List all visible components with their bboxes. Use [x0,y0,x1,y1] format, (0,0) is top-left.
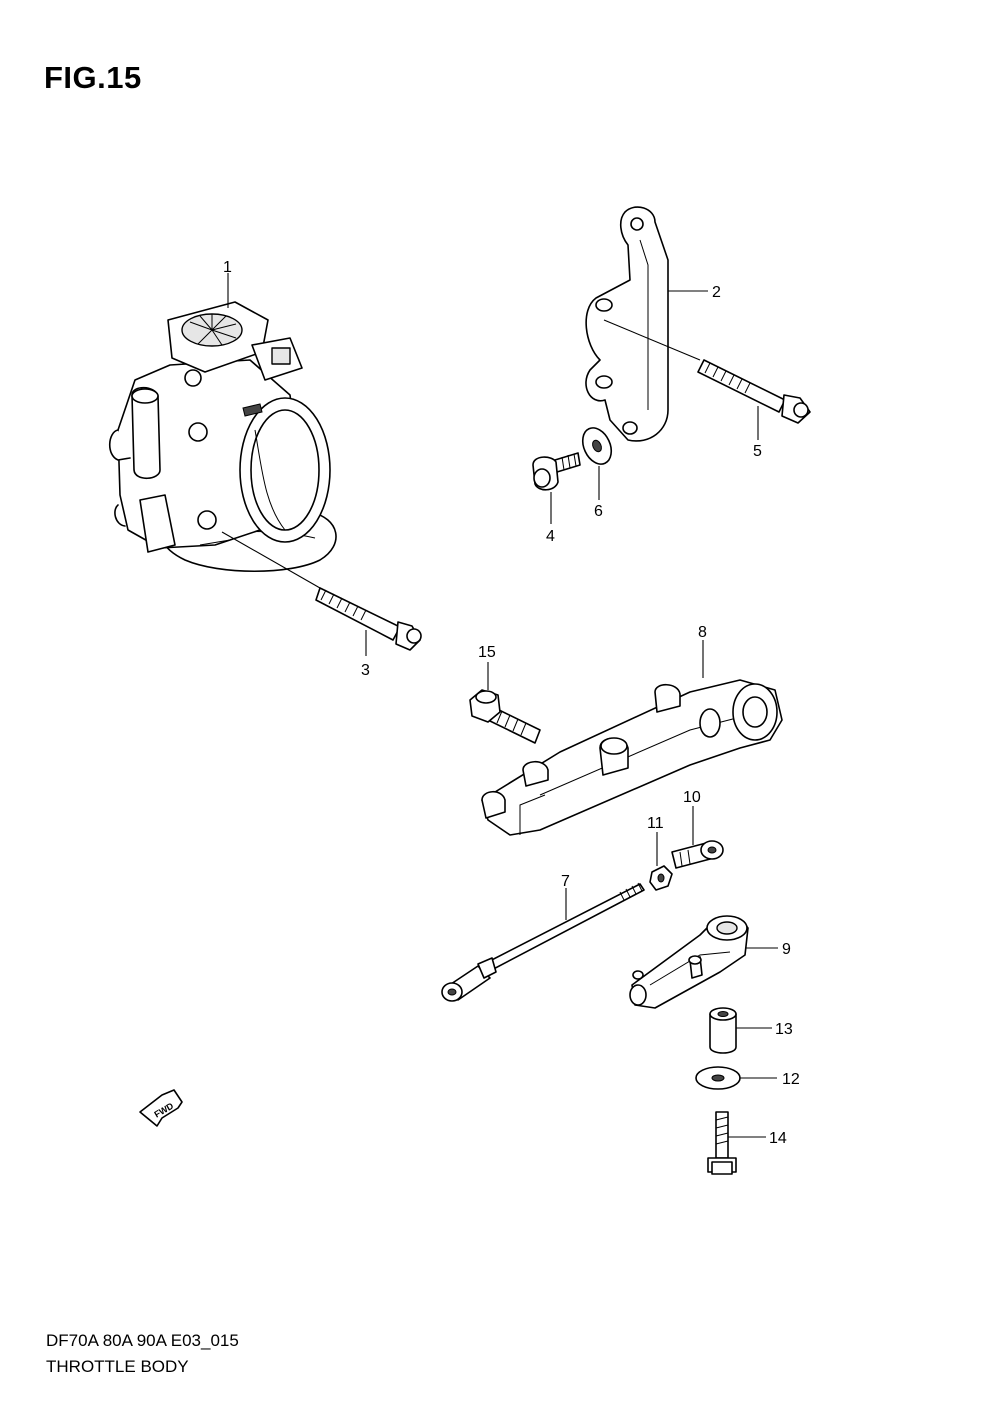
callout-4: 4 [546,528,555,545]
callout-13: 13 [775,1021,793,1038]
callout-1: 1 [223,259,232,276]
callout-15: 15 [478,644,496,661]
callout-9: 9 [782,941,791,958]
part-10-ball-joint[interactable] [671,840,724,869]
callout-11: 11 [647,815,664,832]
part-12-washer[interactable] [695,1066,741,1090]
callout-5: 5 [753,443,762,460]
part-2-bracket[interactable] [585,206,669,442]
callout-12: 12 [782,1071,800,1088]
callout-2: 2 [712,284,721,301]
part-9-lever[interactable] [629,915,749,1009]
model-code: DF70A 80A 90A E03_015 [46,1331,239,1350]
callout-8: 8 [698,624,707,641]
callout-3: 3 [361,662,370,679]
figure-title: FIG.15 [44,60,142,95]
callout-7: 7 [561,873,570,890]
part-3-bolt[interactable] [221,531,422,651]
part-11-nut[interactable] [649,865,673,891]
callout-6: 6 [594,503,603,520]
part-14-bolt[interactable] [707,1111,737,1175]
part-8-link-arm[interactable] [481,679,783,836]
callout-14: 14 [769,1130,787,1147]
part-5-bolt[interactable] [603,319,811,424]
callout-10: 10 [683,789,701,806]
fwd-arrow-icon: FWD [139,1089,183,1127]
section-name: THROTTLE BODY [46,1357,189,1376]
part-6-washer[interactable] [577,423,617,468]
part-7-rod[interactable] [441,882,645,1002]
part-1-throttle-body[interactable] [108,301,337,573]
part-13-collar[interactable] [709,1007,737,1054]
part-4-bolt[interactable] [532,452,581,491]
part-15-bolt[interactable] [469,689,541,744]
